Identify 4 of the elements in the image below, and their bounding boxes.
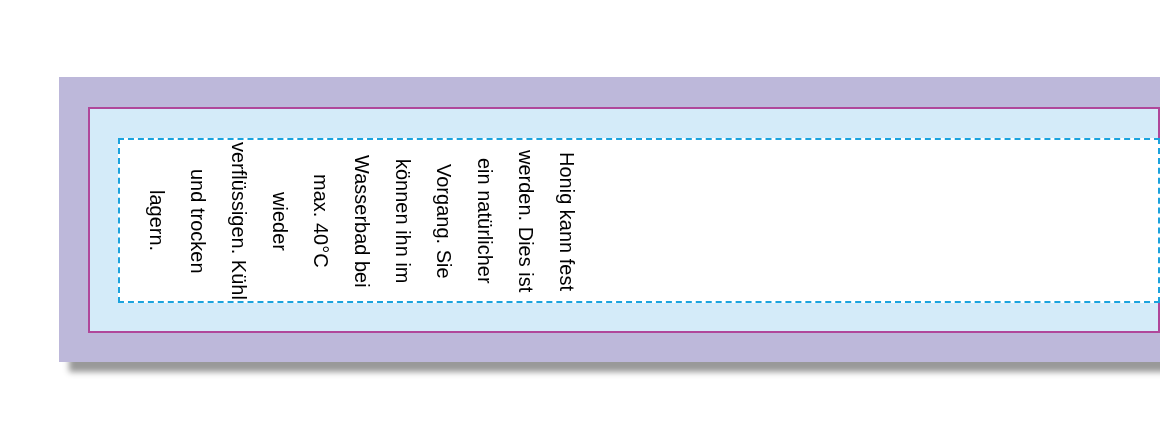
label-panel xyxy=(88,107,1160,333)
text-area xyxy=(118,138,1160,303)
label-background xyxy=(59,77,1160,362)
instruction-text: Honig kann fest werden. Dies ist ein natürlicher Vorgang. Sie können ihn im Wasserbad bei max. 40°C wieder verflüssigen. Kühl und trocken lagern. xyxy=(145,142,579,300)
